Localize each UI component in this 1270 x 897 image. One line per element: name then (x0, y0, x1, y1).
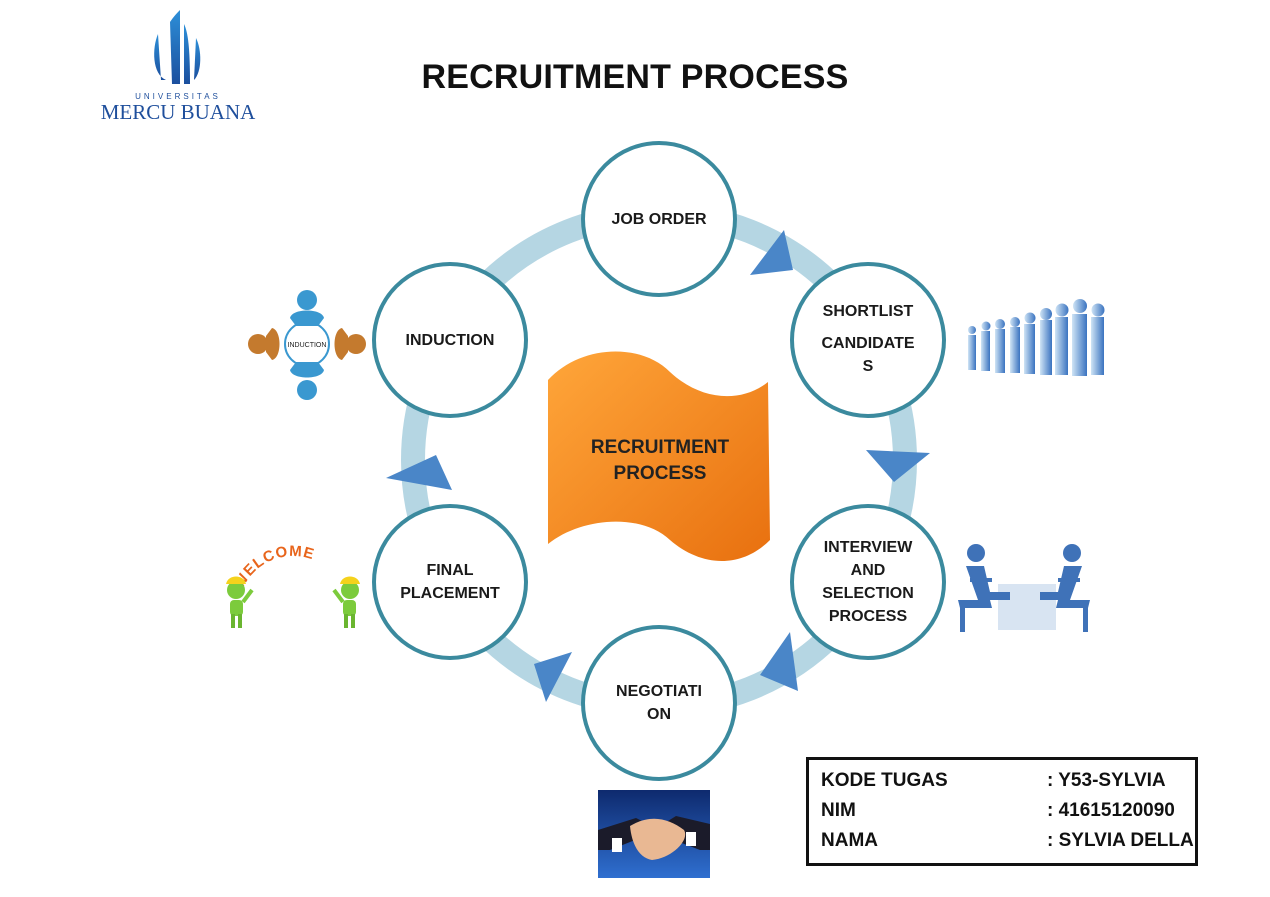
info-row-kode-tugas: KODE TUGAS : Y53-SYLVIA (821, 770, 1166, 791)
triangle-arrow-icon (534, 652, 572, 702)
info-row-nama: NAMA : SYLVIA DELLA (821, 830, 1194, 851)
triangle-arrow-icon (386, 455, 452, 490)
student-info-box: KODE TUGAS : Y53-SYLVIA NIM : 4161512009… (806, 757, 1198, 866)
info-row-nim: NIM : 41615120090 (821, 800, 1175, 821)
induction-badge-text: INDUCTION (288, 342, 327, 349)
center-label: RECRUITMENT PROCESS (590, 437, 730, 484)
step-circle-interview (790, 504, 946, 660)
logo-name: MERCU BUANA (100, 100, 256, 124)
step-label-interview: INTERVIEW AND SELECTION PROCESS (822, 539, 914, 625)
step-label-induction: INDUCTION (405, 332, 495, 349)
step-label-final-placement: FINAL PLACEMENT (400, 562, 500, 602)
interview-meeting-icon (958, 544, 1090, 632)
triangle-arrow-icon (750, 230, 793, 275)
step-circle-final-placement (372, 504, 528, 660)
team-circle-icon: INDUCTION (248, 290, 366, 400)
step-circle-induction (372, 262, 528, 418)
page-title: RECRUITMENT PROCESS (421, 58, 849, 96)
step-circle-job-order (581, 141, 737, 297)
step-circle-shortlist (790, 262, 946, 418)
triangle-arrow-icon (866, 450, 930, 482)
crowd-icon (962, 299, 1110, 378)
step-label-job-order: JOB ORDER (611, 211, 707, 228)
triangle-arrow-icon (760, 632, 798, 691)
handshake-icon (598, 790, 710, 878)
step-label-shortlist: SHORTLIST CANDIDATE S (821, 303, 915, 375)
mercu-buana-logo-icon (154, 10, 201, 84)
logo-subtitle: UNIVERSITAS (135, 92, 221, 101)
step-label-negotiation: NEGOTIATI ON (616, 683, 702, 723)
welcome-figures-icon: WELCOME (226, 543, 360, 628)
step-circle-negotiation (581, 625, 737, 781)
center-flag-shape (548, 351, 770, 562)
